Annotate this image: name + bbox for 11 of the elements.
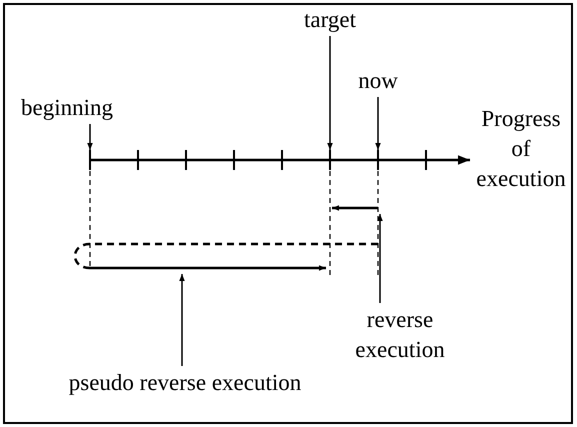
leader-arrow [327,36,333,150]
leader-arrow [375,97,381,150]
axis-label: Progress of execution [475,105,567,193]
callout-label: pseudo reverse execution [40,368,330,398]
time-point-label: target [295,5,365,35]
leader-arrow [87,124,93,150]
leader-arrow [179,274,185,366]
callout-label: reverse execution [335,305,465,365]
leader-arrow [377,214,383,303]
time-point-label: now [353,66,403,96]
time-point-label: beginning [12,93,122,123]
